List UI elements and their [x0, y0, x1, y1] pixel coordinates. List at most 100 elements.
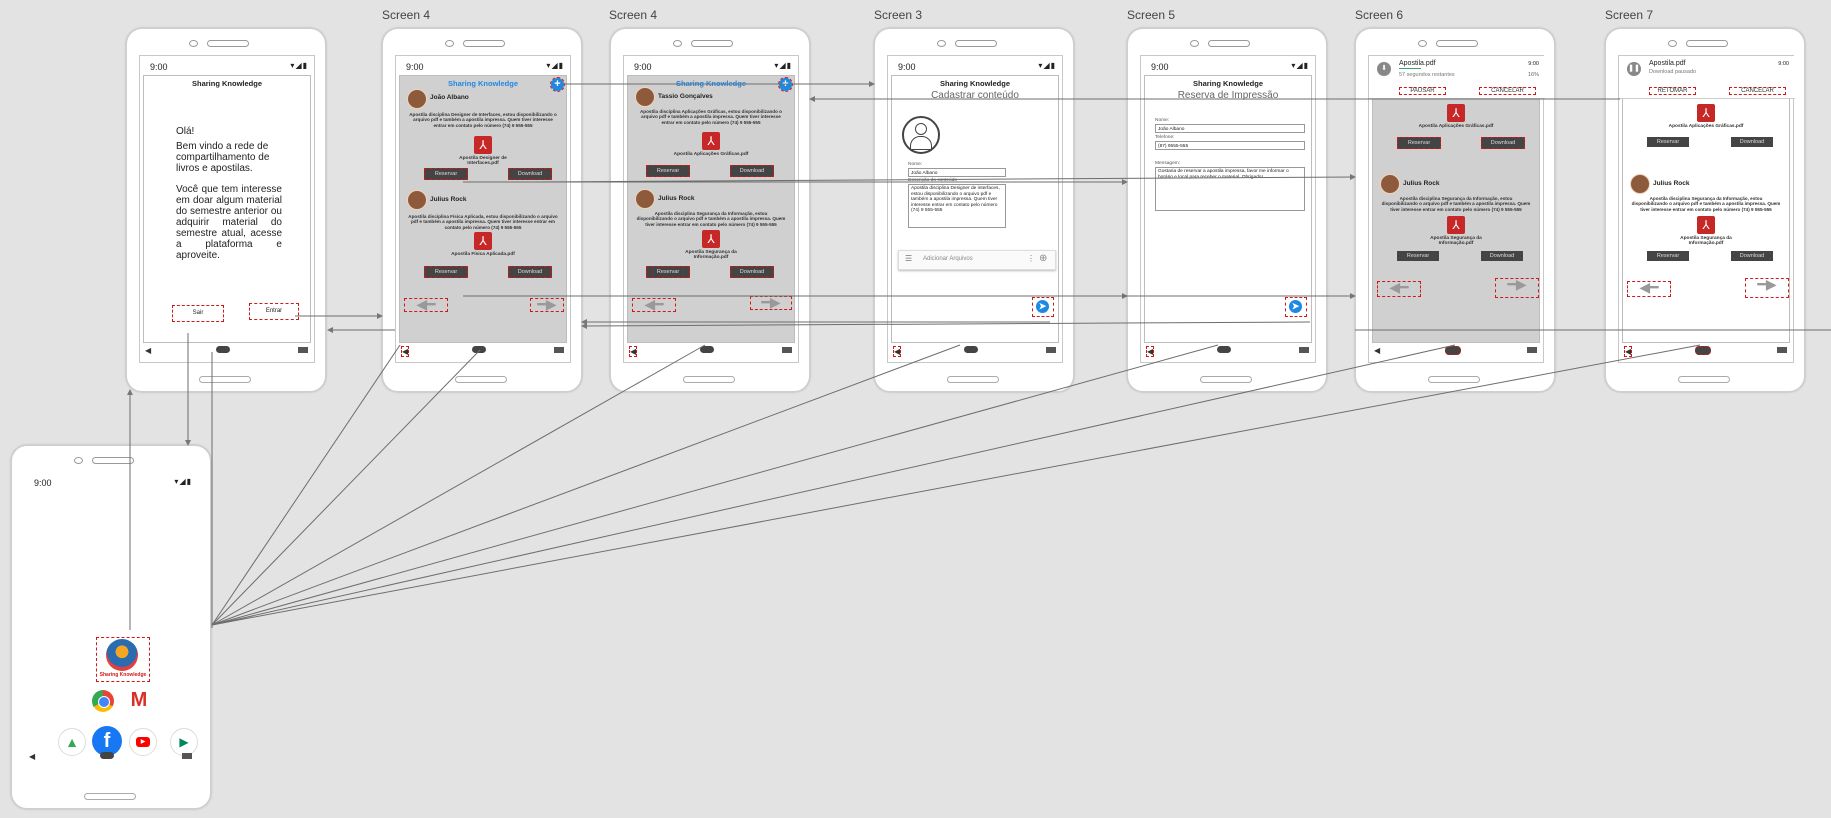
- recents-icon[interactable]: [182, 753, 192, 759]
- prev-arrow-icon[interactable]: ◀━: [632, 297, 676, 312]
- reserve-button[interactable]: Reservar: [1397, 137, 1441, 149]
- pdf-icon[interactable]: ⅄: [474, 232, 492, 250]
- send-button[interactable]: ➤: [1032, 297, 1054, 317]
- phone-field[interactable]: (87) 9555-555: [1155, 141, 1305, 150]
- add-file-icon[interactable]: ⊕: [1039, 253, 1048, 264]
- download-button[interactable]: Download: [1731, 137, 1773, 147]
- exit-button[interactable]: Sair: [172, 305, 224, 322]
- play-store-icon[interactable]: ▶: [170, 728, 198, 756]
- recents-icon[interactable]: [1777, 347, 1787, 353]
- back-icon[interactable]: ◀: [401, 346, 410, 357]
- pdf-icon[interactable]: ⅄: [1447, 104, 1465, 122]
- home-icon[interactable]: [1445, 346, 1461, 355]
- name-field[interactable]: João Albano: [1155, 124, 1305, 133]
- chrome-icon[interactable]: [92, 690, 114, 712]
- status-time: 9:00: [898, 62, 916, 72]
- cancel-button[interactable]: CANCELAR: [1479, 87, 1536, 95]
- download-button[interactable]: Download: [508, 168, 552, 180]
- name-field[interactable]: João Albano: [908, 168, 1006, 177]
- back-icon[interactable]: ◀: [1624, 346, 1633, 357]
- pdf-icon[interactable]: ⅄: [702, 132, 720, 150]
- back-icon[interactable]: ◀: [145, 346, 152, 355]
- prev-arrow-icon[interactable]: ◀━: [1627, 280, 1671, 297]
- user-icon[interactable]: [902, 116, 940, 154]
- description-field[interactable]: Apostila disciplina Designer de interfac…: [908, 184, 1006, 228]
- reserve-button[interactable]: Reservar: [424, 266, 468, 278]
- recents-icon[interactable]: [1527, 347, 1537, 353]
- pdf-icon[interactable]: ⅄: [1697, 216, 1715, 234]
- attach-bar[interactable]: ☰ Adicionar Arquivos ⋮ ⊕: [898, 250, 1056, 270]
- send-button[interactable]: ➤: [1285, 297, 1307, 317]
- download-button[interactable]: Download: [730, 165, 774, 177]
- welcome-text: Bem vindo a rede de compartilhamento de …: [176, 141, 270, 174]
- next-arrow-icon[interactable]: ━▶: [530, 297, 564, 312]
- download-button[interactable]: Download: [1481, 251, 1523, 261]
- notification-file: Apostila.pdf: [1649, 60, 1686, 67]
- home-icon[interactable]: [100, 752, 114, 759]
- back-icon[interactable]: ◀: [1146, 346, 1155, 357]
- screen-label: Screen 7: [1605, 8, 1654, 22]
- phone-home: 9:00 ▾◢▮ Sharing Knowledge M ▲ f ▶ ▶ ◀: [11, 445, 211, 809]
- download-button[interactable]: Download: [508, 266, 552, 278]
- post-description: Apostila disciplina Física Aplicada, est…: [408, 214, 558, 230]
- enter-button[interactable]: Entrar: [249, 303, 299, 320]
- notification-file: Apostila.pdf: [1399, 60, 1436, 67]
- reserve-button[interactable]: Reservar: [1647, 137, 1689, 147]
- reserve-button[interactable]: Reservar: [424, 168, 468, 180]
- back-icon[interactable]: ◀: [893, 346, 902, 357]
- recents-icon[interactable]: [1046, 347, 1056, 353]
- reserve-button[interactable]: Reservar: [646, 165, 690, 177]
- reserve-button[interactable]: Reservar: [646, 266, 690, 278]
- next-arrow-icon[interactable]: ━▶: [1495, 277, 1539, 298]
- download-button[interactable]: Download: [1731, 251, 1773, 261]
- app-launcher-sharing-knowledge[interactable]: Sharing Knowledge: [96, 637, 150, 682]
- home-icon[interactable]: [472, 346, 486, 353]
- home-icon[interactable]: [700, 346, 714, 353]
- phone-feed-a: 9:00 ▾◢▮ Sharing Knowledge + João Albano…: [382, 28, 582, 392]
- add-icon[interactable]: +: [550, 77, 565, 92]
- menu-icon[interactable]: ☰: [905, 254, 913, 263]
- sharing-knowledge-logo-icon: [106, 639, 138, 671]
- page-heading: Cadastrar conteúdo: [931, 90, 1019, 101]
- back-icon[interactable]: ◀: [29, 752, 36, 761]
- status-icons: ▾◢▮: [774, 61, 792, 70]
- pdf-icon[interactable]: ⅄: [702, 230, 720, 248]
- phone-downloading: Julius Rock Apostila disciplina Aplicaçõ…: [1355, 28, 1555, 392]
- post-author: João Albano: [430, 94, 469, 101]
- more-icon[interactable]: ⋮: [1027, 254, 1035, 263]
- recents-icon[interactable]: [298, 347, 308, 353]
- reserve-button[interactable]: Reservar: [1397, 251, 1439, 261]
- post-author: Tassio Gonçalves: [658, 93, 713, 100]
- download-button[interactable]: Download: [1481, 137, 1525, 149]
- gmail-icon[interactable]: M: [130, 689, 148, 711]
- recents-icon[interactable]: [782, 347, 792, 353]
- pdf-icon[interactable]: ⅄: [474, 136, 492, 154]
- download-button[interactable]: Download: [730, 266, 774, 278]
- home-icon[interactable]: [216, 346, 230, 353]
- reserve-button[interactable]: Reservar: [1647, 251, 1689, 261]
- resume-button[interactable]: RETOMAR: [1649, 87, 1696, 95]
- home-icon[interactable]: [1217, 346, 1231, 353]
- back-icon[interactable]: ◀: [1374, 346, 1381, 355]
- file-name: Apostila Segurança da Informação.pdf: [685, 250, 737, 260]
- prev-arrow-icon[interactable]: ◀━: [1377, 280, 1421, 297]
- message-field[interactable]: Gostaria de reservar a apostila impressa…: [1155, 167, 1305, 211]
- facebook-icon[interactable]: f: [92, 726, 122, 756]
- connector: [211, 344, 1456, 626]
- home-icon[interactable]: [1695, 346, 1711, 355]
- back-icon[interactable]: ◀: [629, 346, 638, 357]
- pdf-icon[interactable]: ⅄: [1447, 216, 1465, 234]
- prev-arrow-icon[interactable]: ◀━: [404, 297, 448, 312]
- cancel-button[interactable]: CANCELAR: [1729, 87, 1786, 95]
- status-time: 9:00: [150, 62, 168, 72]
- home-icon[interactable]: [964, 346, 978, 353]
- pause-button[interactable]: PAUSAR: [1399, 87, 1446, 95]
- drive-icon[interactable]: ▲: [58, 728, 86, 756]
- next-arrow-icon[interactable]: ━▶: [1745, 277, 1789, 298]
- youtube-icon[interactable]: ▶: [129, 728, 157, 756]
- recents-icon[interactable]: [1299, 347, 1309, 353]
- pdf-icon[interactable]: ⅄: [1697, 104, 1715, 122]
- download-notification: ⬇ Apostila.pdf 9:00 57 segundos restante…: [1369, 56, 1545, 99]
- post-description: Apostila disciplina Segurança da Informa…: [1381, 196, 1531, 212]
- recents-icon[interactable]: [554, 347, 564, 353]
